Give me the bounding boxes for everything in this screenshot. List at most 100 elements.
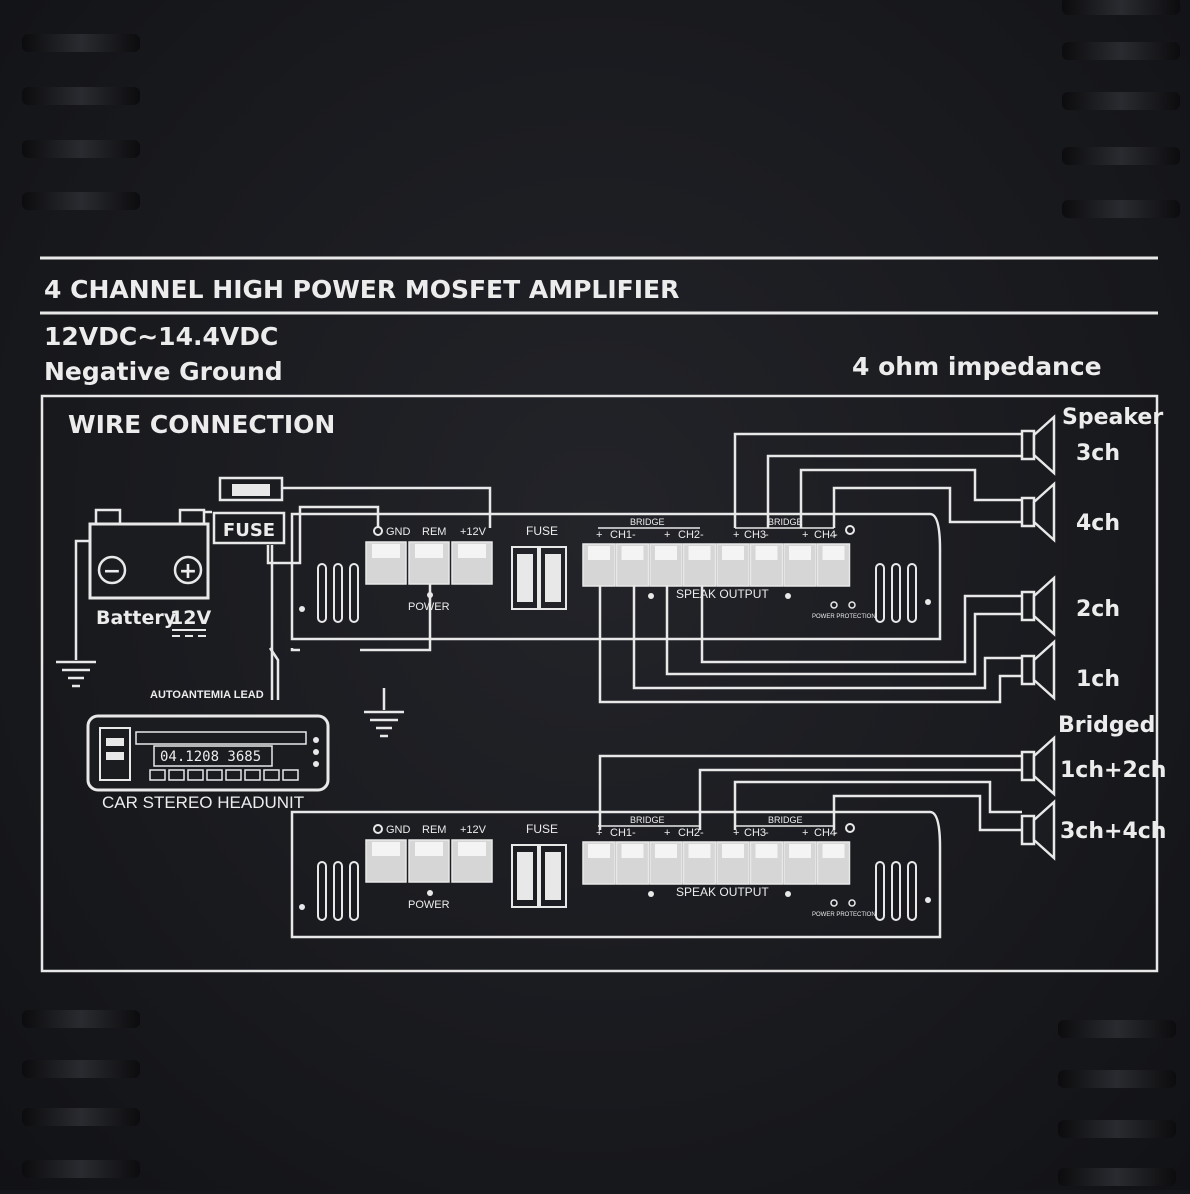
speaker-icon — [1020, 414, 1056, 476]
battery-label: Battery — [96, 607, 177, 629]
wire-connection-title: WIRE CONNECTION — [68, 410, 335, 439]
headunit-button — [187, 769, 204, 781]
speaker-icon — [1020, 639, 1056, 701]
power-protection-label: POWER PROTECTION — [812, 912, 876, 918]
vent-slot — [1062, 92, 1180, 110]
terminal-minus-sign: - — [834, 827, 838, 839]
rem-terminal-label: REM — [422, 824, 446, 836]
vent-slot — [22, 1060, 140, 1078]
terminal-plus-sign: + — [733, 827, 739, 839]
rem-terminal-label: REM — [422, 526, 446, 538]
vent-slot — [1058, 1020, 1176, 1038]
vent-slot — [1062, 42, 1180, 60]
speaker-heading: Speaker — [1062, 405, 1163, 430]
amp-fuse — [511, 546, 539, 610]
terminal-minus-sign: - — [700, 529, 704, 541]
battery: − + Battery 12V — [88, 508, 211, 637]
antenna-lead-label: AUTOANTEMIA LEAD — [150, 689, 264, 701]
channel-ch3-label: CH3 — [744, 529, 766, 541]
headunit-button — [244, 769, 261, 781]
amp-fuse-label: FUSE — [526, 524, 558, 538]
terminal-minus-sign: - — [632, 827, 636, 839]
speaker-2ch-label: 2ch — [1076, 597, 1120, 622]
headunit-button — [168, 769, 185, 781]
battery-plus-sign: + — [179, 559, 197, 584]
power-protection-label: POWER PROTECTION — [812, 614, 876, 620]
vent-slot — [22, 1108, 140, 1126]
headunit-button — [225, 769, 242, 781]
diagram-frame — [40, 394, 1159, 973]
amp-fuse — [539, 546, 567, 610]
terminal-minus-sign: - — [765, 827, 769, 839]
terminal-minus-sign: - — [632, 529, 636, 541]
speaker-icon — [1020, 575, 1056, 637]
vent-slot — [1058, 1168, 1176, 1186]
battery-minus-sign: − — [103, 559, 121, 584]
vent-slot — [22, 1010, 140, 1028]
power-12v-terminal-label: +12V — [460, 526, 487, 538]
terminal-plus-sign: + — [664, 827, 670, 839]
car-stereo-headunit: AUTOANTEMIA LEAD 04.1208 3685 CAR STEREO… — [86, 689, 330, 812]
speak-output-label: SPEAK OUTPUT — [676, 885, 769, 899]
channel-ch3-label: CH3 — [744, 827, 766, 839]
fuse-label: FUSE — [223, 520, 275, 541]
ground-symbol — [364, 710, 404, 738]
ground-spec: Negative Ground — [44, 357, 283, 386]
bridge-label-ch34: BRIDGE — [768, 517, 803, 527]
terminal-plus-sign: + — [733, 529, 739, 541]
terminal-minus-sign: - — [700, 827, 704, 839]
terminal-minus-sign: - — [765, 529, 769, 541]
bridged-1ch2ch-label: 1ch+2ch — [1060, 758, 1166, 783]
headunit-button — [282, 769, 299, 781]
amp-title: 4 CHANNEL HIGH POWER MOSFET AMPLIFIER — [44, 275, 679, 304]
amp-fuse-label: FUSE — [526, 822, 558, 836]
channel-ch4-label: CH4 — [814, 529, 836, 541]
terminal-plus-sign: + — [596, 529, 602, 541]
headunit-display-text: 04.1208 3685 — [160, 749, 261, 765]
channel-ch1-label: CH1 — [610, 529, 632, 541]
speaker-icon — [1020, 799, 1056, 861]
vent-slot — [1062, 200, 1180, 218]
vent-slot — [1062, 0, 1180, 15]
vent-slot — [22, 34, 140, 52]
power-led-label: POWER — [408, 601, 450, 613]
power-12v-terminal-label: +12V — [460, 824, 487, 836]
bridge-label-ch12: BRIDGE — [630, 815, 665, 825]
terminal-plus-sign: + — [664, 529, 670, 541]
inline-fuse: FUSE — [212, 476, 286, 545]
channel-ch4-label: CH4 — [814, 827, 836, 839]
speaker-icon — [1020, 735, 1056, 797]
impedance-spec: 4 ohm impedance — [852, 352, 1102, 381]
speaker-icon — [1020, 481, 1056, 543]
channel-ch1-label: CH1 — [610, 827, 632, 839]
vent-slot — [22, 87, 140, 105]
wire-group — [74, 432, 1022, 832]
headunit-button — [149, 769, 166, 781]
vent-slot — [1058, 1120, 1176, 1138]
speak-output-label: SPEAK OUTPUT — [676, 587, 769, 601]
bridge-label-ch34: BRIDGE — [768, 815, 803, 825]
vent-slot — [22, 192, 140, 210]
headunit-button — [206, 769, 223, 781]
battery-voltage: 12V — [170, 607, 211, 629]
bridge-label-ch12: BRIDGE — [630, 517, 665, 527]
speaker-1ch-label: 1ch — [1076, 667, 1120, 692]
terminal-minus-sign: - — [834, 529, 838, 541]
vent-slot — [1058, 1070, 1176, 1088]
headunit-button — [263, 769, 280, 781]
headunit-label: CAR STEREO HEADUNIT — [102, 793, 304, 812]
vent-slot — [1062, 147, 1180, 165]
terminal-plus-sign: + — [802, 529, 808, 541]
bridged-heading: Bridged — [1058, 713, 1155, 738]
voltage-spec: 12VDC~14.4VDC — [44, 322, 278, 351]
amp-fuse — [511, 844, 539, 908]
power-led-label: POWER — [408, 899, 450, 911]
terminal-plus-sign: + — [802, 827, 808, 839]
channel-ch2-label: CH2 — [678, 827, 700, 839]
terminal-plus-sign: + — [596, 827, 602, 839]
channel-ch2-label: CH2 — [678, 529, 700, 541]
vent-slot — [22, 1160, 140, 1178]
